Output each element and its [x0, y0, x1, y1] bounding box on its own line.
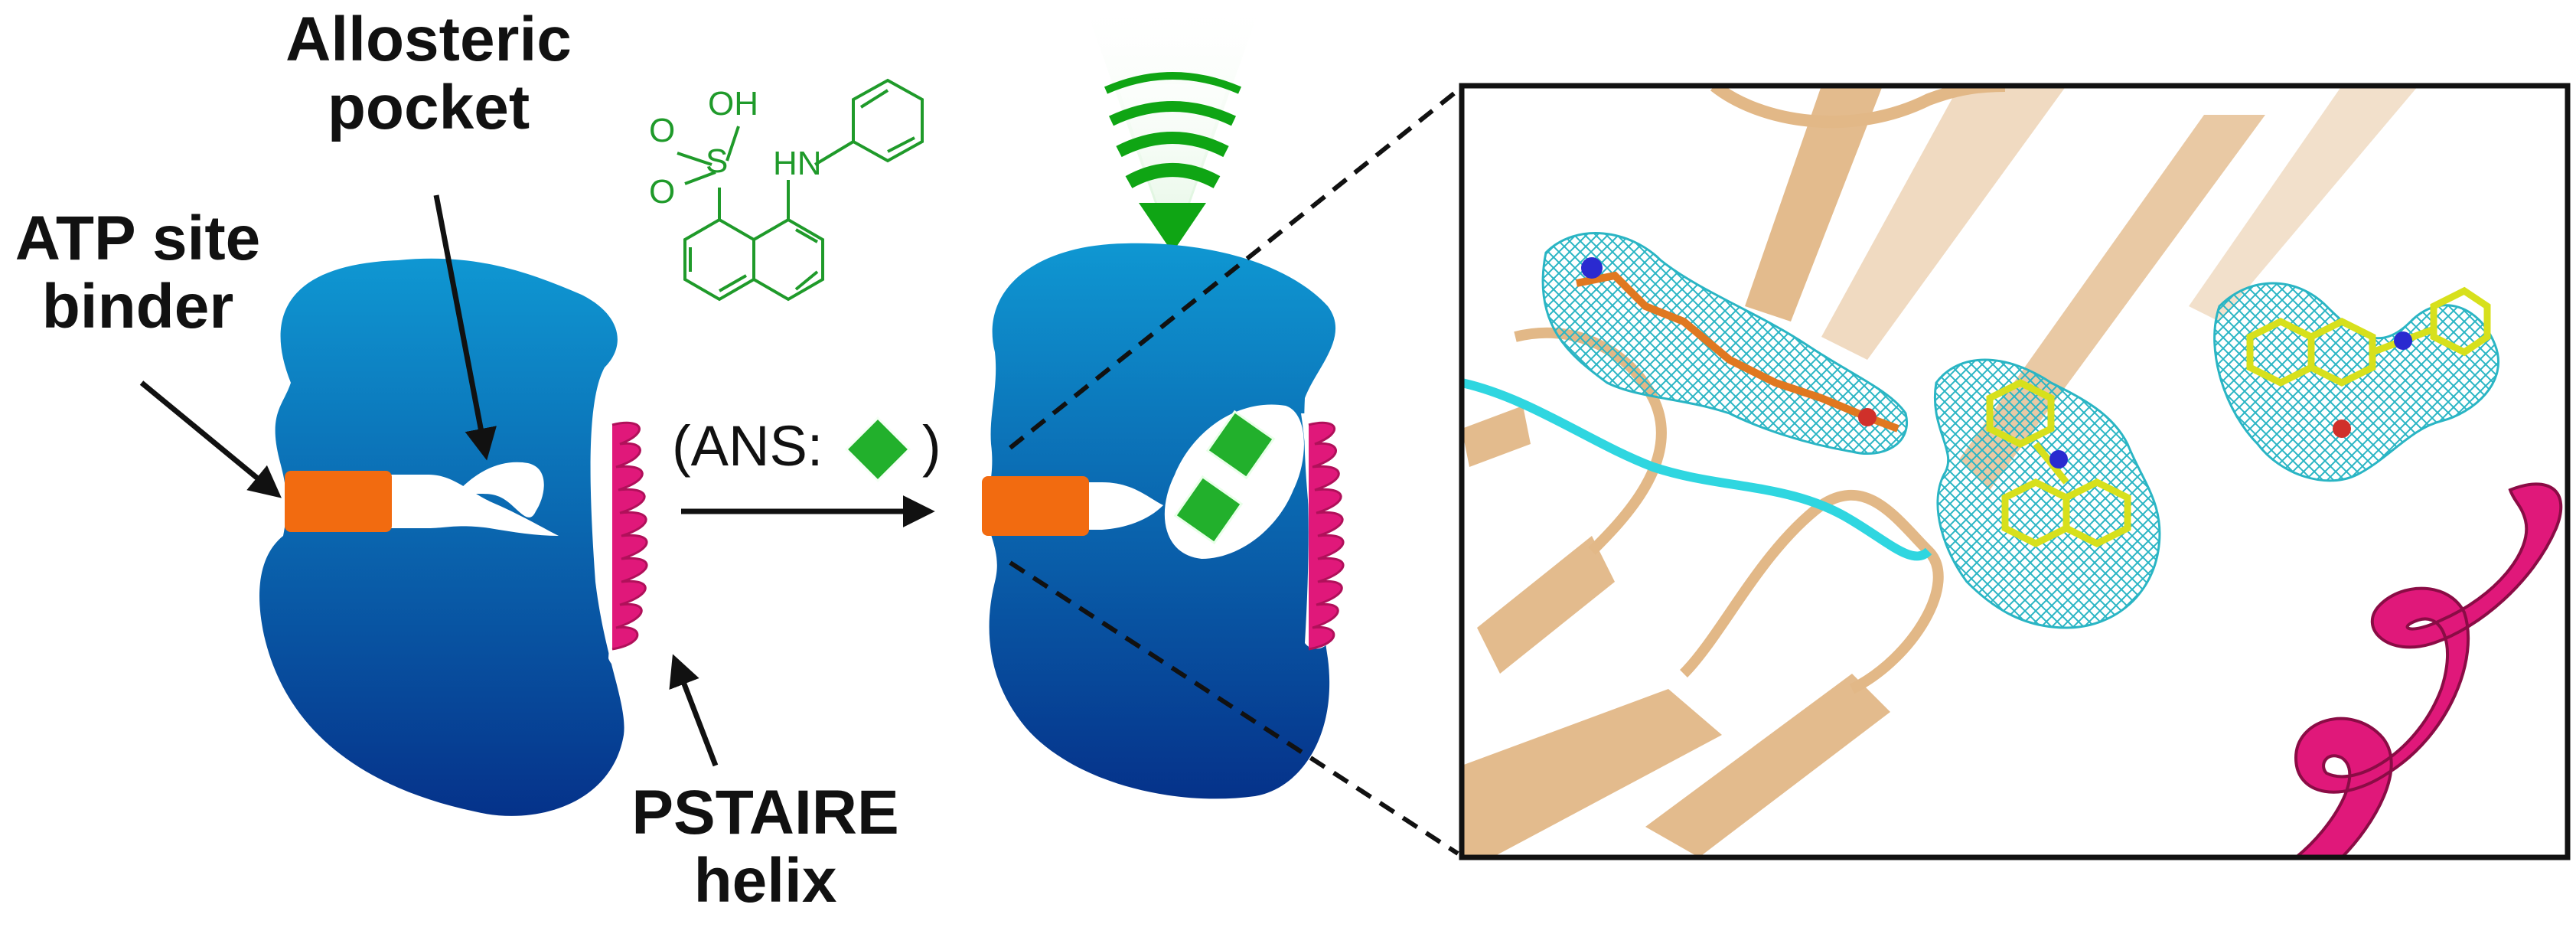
protein-bound	[982, 243, 1345, 799]
allosteric-label-line1: Allosteric	[285, 5, 572, 74]
protein-bound-body	[987, 243, 1336, 799]
pstaire-helix-crystal	[2293, 482, 2563, 857]
ligand-ans-1	[1986, 378, 2131, 548]
ans-label-open: (ANS:	[672, 414, 823, 478]
zoom-line-top	[1009, 88, 1459, 450]
protein-apo-body	[259, 258, 624, 816]
allosteric-label-line2: pocket	[327, 72, 530, 142]
protein-apo	[259, 258, 648, 816]
pstaire-helix-label: PSTAIRE helix	[605, 779, 926, 915]
ans-structure	[677, 78, 924, 302]
pstaire-helix	[611, 421, 648, 651]
chem-atom-hn: HN	[773, 145, 822, 182]
green-diamond-icon	[844, 416, 911, 483]
chem-atom-o1: O	[649, 112, 675, 149]
atp-label-line1: ATP site	[15, 204, 261, 273]
ligand-ans-2	[2246, 286, 2491, 438]
ans-ligand-2	[1173, 475, 1244, 545]
allosteric-pocket	[459, 462, 544, 517]
allosteric-pocket-label: Allosteric pocket	[245, 5, 612, 142]
atp-site-binder-bound	[982, 476, 1089, 536]
pstaire-label-line2: helix	[693, 845, 837, 916]
loop-ribbon-mid	[1680, 490, 1944, 694]
pstaire-helix-bound	[1308, 421, 1345, 651]
ans-label-close: )	[922, 414, 941, 478]
atp-label-line2: binder	[41, 271, 234, 341]
ans-ligand-1	[1205, 410, 1276, 480]
zoom-line-bottom	[1009, 560, 1459, 856]
ligand-atp-site	[1576, 257, 1899, 433]
signal-cone-icon	[1083, 0, 1263, 253]
atp-site-binder-label: ATP site binder	[0, 204, 276, 341]
crystal-structure-panel	[1459, 83, 2571, 860]
chem-atom-s: S	[706, 142, 728, 180]
helix-pointer-arrow	[669, 654, 719, 767]
chem-atom-o2: O	[649, 173, 675, 211]
pstaire-label-line1: PSTAIRE	[631, 778, 899, 847]
crystal-panel-border	[1459, 83, 2571, 860]
chem-atom-oh: OH	[708, 85, 758, 122]
cyan-loop	[1462, 378, 1932, 561]
allosteric-pointer-arrow	[433, 194, 497, 461]
atp-site-binder	[285, 471, 392, 532]
atp-pointer-arrow	[139, 380, 282, 498]
